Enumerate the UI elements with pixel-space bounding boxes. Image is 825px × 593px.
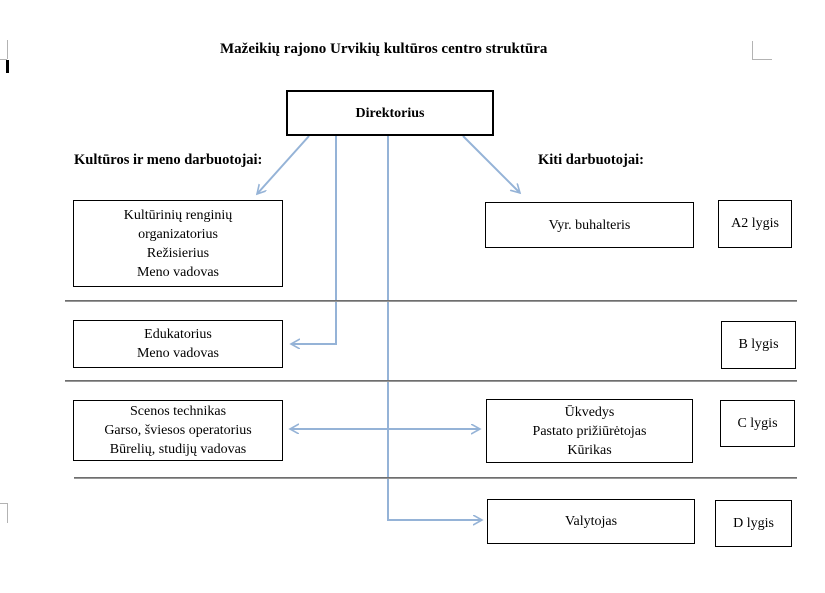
node-scenos-line2: Garso, šviesos operatorius xyxy=(104,423,252,438)
section-label-kulturos: Kultūros ir meno darbuotojai: xyxy=(74,152,263,168)
text-cursor xyxy=(6,60,9,73)
node-vyr-buhalteris: Vyr. buhalteris xyxy=(485,202,694,248)
node-ukvedys-line1: Ūkvedys xyxy=(564,404,615,420)
node-edukatorius-line2: Meno vadovas xyxy=(136,346,220,361)
section-divider-3 xyxy=(74,477,797,479)
node-kulturiniai-line2: organizatorius xyxy=(138,226,218,242)
node-kulturiniai-line3: Režisierius xyxy=(146,245,210,261)
arrow-direktorius-to-valytojas xyxy=(387,136,482,520)
page-corner-mark-top-right xyxy=(752,41,753,59)
node-kulturiniai: Kultūrinių renginių organizatorius Režis… xyxy=(73,200,283,287)
arrow-direktorius-to-kulturiniai xyxy=(257,135,310,194)
node-kulturiniai-line4: Meno vadovas xyxy=(136,264,220,280)
node-valytojas: Valytojas xyxy=(487,499,695,544)
section-divider-2 xyxy=(65,380,797,382)
node-edukatorius: Edukatorius Meno vadovas xyxy=(73,320,283,368)
node-kulturiniai-line1: Kultūrinių renginių xyxy=(123,207,233,223)
section-label-kiti: Kiti darbuotojai: xyxy=(538,152,644,168)
page-corner-mark-top-right-h xyxy=(752,59,772,60)
page-corner-mark-bottom-left-h xyxy=(0,503,7,504)
page-title: Mažeikių rajono Urvikių kultūros centro … xyxy=(220,41,548,57)
node-ukvedys: Ūkvedys Pastato prižiūrėtojas Kūrikas xyxy=(486,399,693,463)
level-badge-c: C lygis xyxy=(720,400,795,447)
level-badge-a2: A2 lygis xyxy=(718,200,792,248)
node-direktorius-label: Direktorius xyxy=(355,105,425,121)
level-badge-b-label: B lygis xyxy=(738,337,779,352)
node-vyr-buhalteris-label: Vyr. buhalteris xyxy=(548,217,631,233)
arrow-direktorius-to-edukatorius xyxy=(291,136,337,344)
section-divider-1 xyxy=(65,300,797,302)
node-scenos: Scenos technikas Garso, šviesos operator… xyxy=(73,400,283,461)
page-corner-mark-bottom-left xyxy=(7,503,8,523)
node-scenos-line1: Scenos technikas xyxy=(129,404,227,419)
node-ukvedys-line3: Kūrikas xyxy=(567,442,612,458)
node-ukvedys-line2: Pastato prižiūrėtojas xyxy=(532,423,647,439)
level-badge-b: B lygis xyxy=(721,321,796,369)
level-badge-d-label: D lygis xyxy=(733,515,774,531)
arrow-direktorius-to-buhalteris xyxy=(462,135,520,193)
page-corner-mark-top-left xyxy=(7,40,8,59)
level-badge-a2-label: A2 lygis xyxy=(731,216,779,231)
node-valytojas-label: Valytojas xyxy=(564,514,618,529)
level-badge-c-label: C lygis xyxy=(737,415,778,431)
level-badge-d: D lygis xyxy=(715,500,792,547)
node-direktorius: Direktorius xyxy=(286,90,494,136)
node-scenos-line3: Būrelių, studijų vadovas xyxy=(109,442,247,457)
page-corner-mark-top-left-h xyxy=(0,59,7,60)
node-edukatorius-line1: Edukatorius xyxy=(144,327,212,342)
